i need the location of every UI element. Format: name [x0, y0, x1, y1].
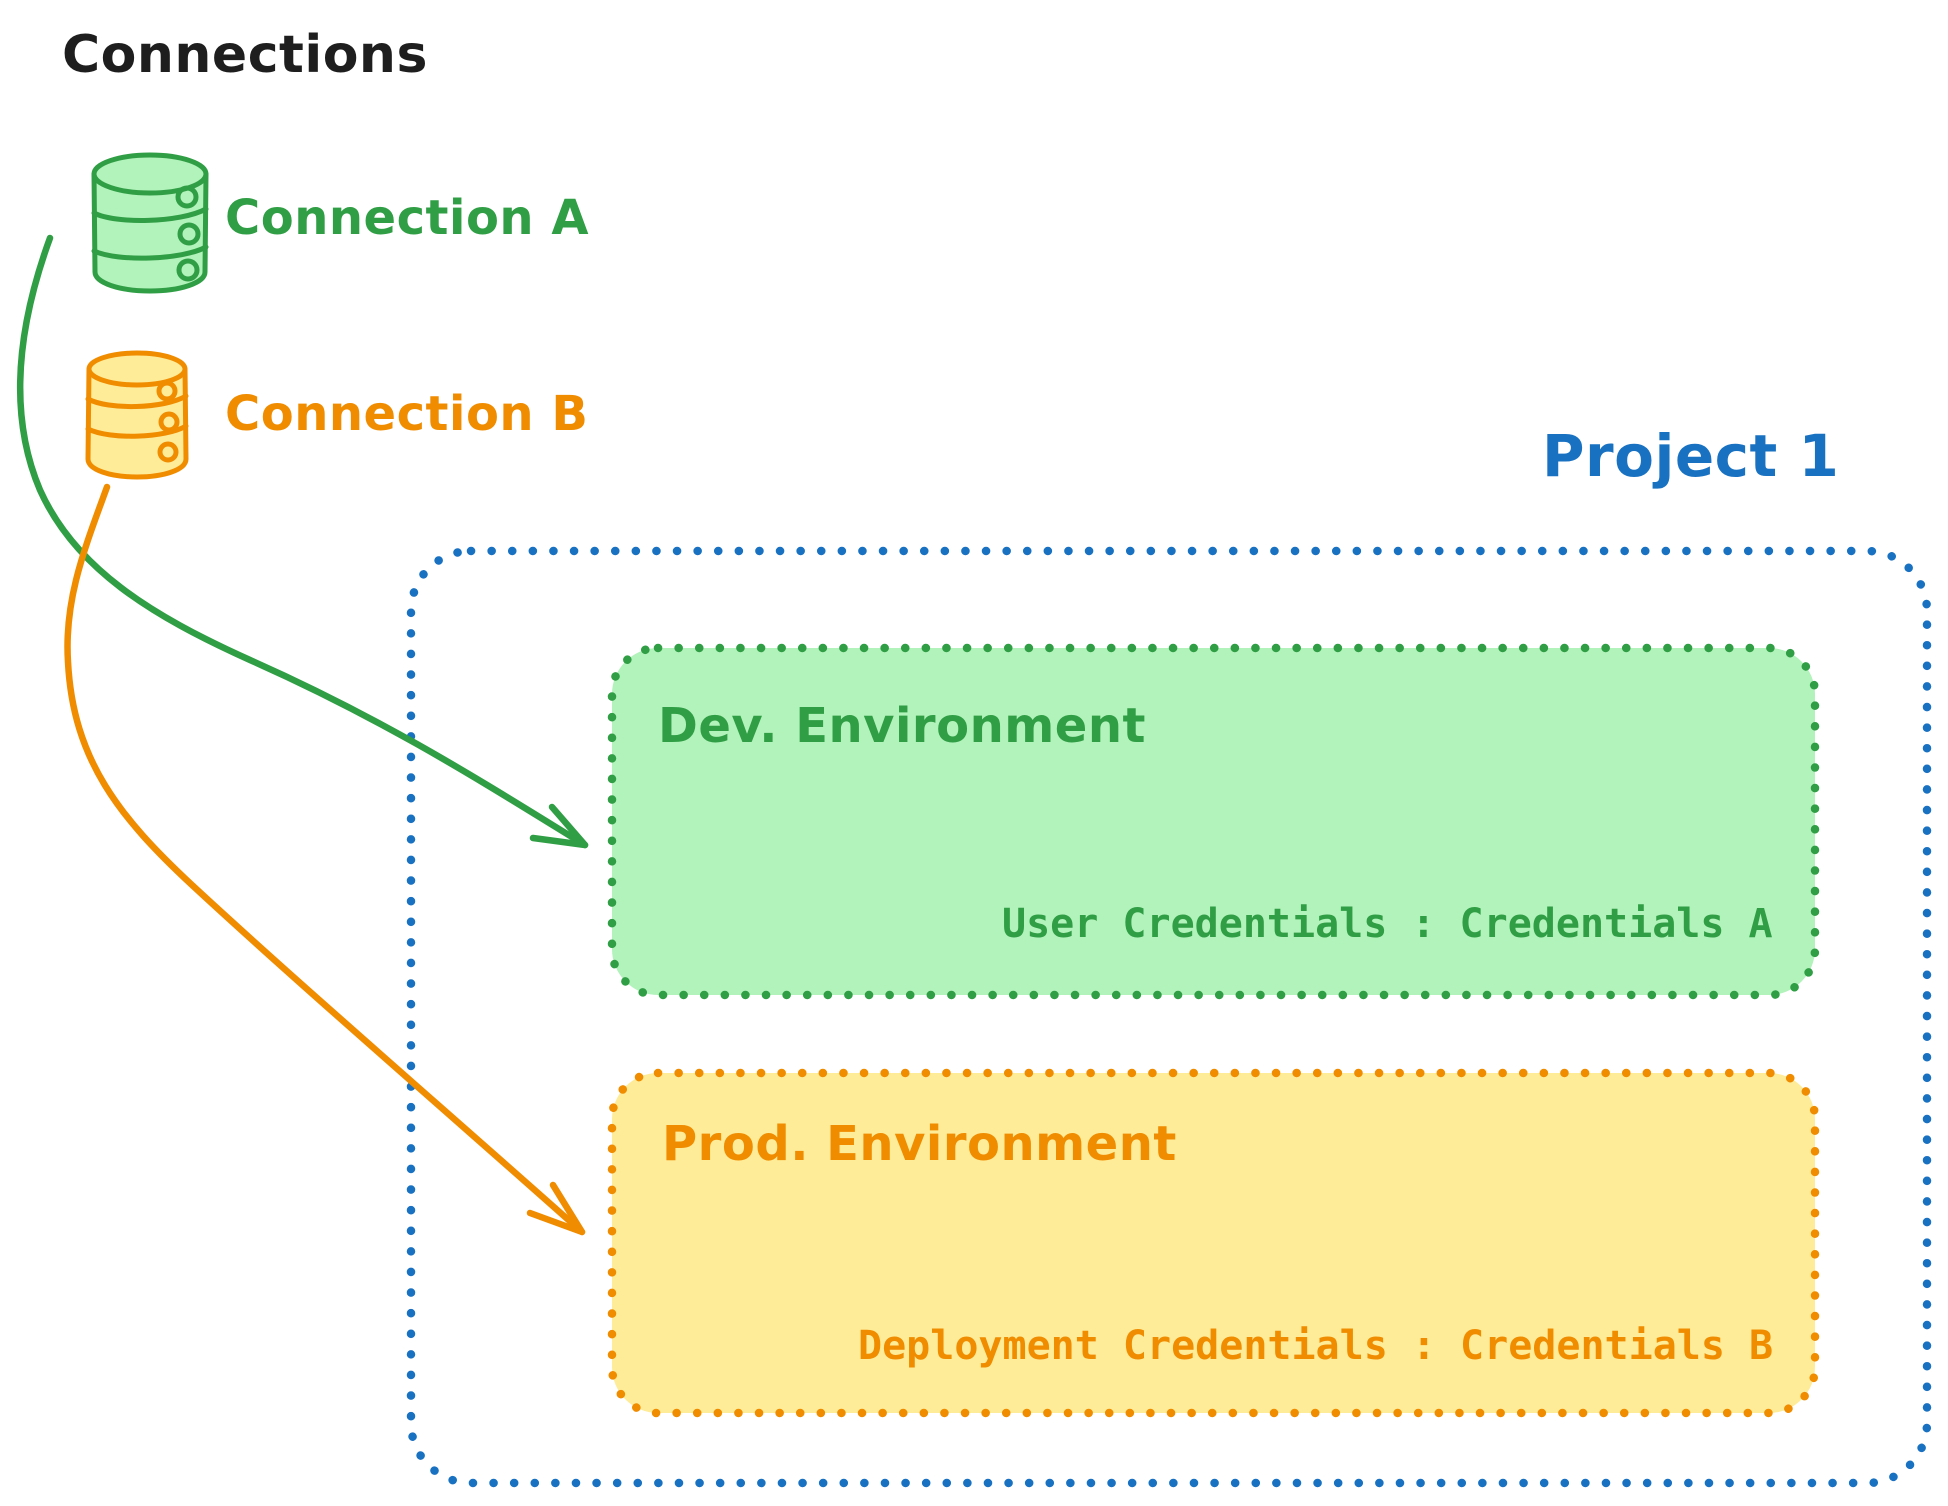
connections-title: Connections — [62, 25, 428, 85]
arrow-b-curve — [64, 483, 586, 1236]
project-title: Project 1 — [1542, 422, 1840, 490]
project-box — [406, 546, 1932, 1488]
dev-environment-title: Dev. Environment — [658, 698, 1146, 754]
arrow-b-head — [526, 1181, 586, 1236]
arrow-a-curve — [16, 234, 589, 849]
db-a-top — [91, 152, 209, 196]
arrow-connection-a-to-dev-environment — [16, 234, 589, 849]
dev-environment-box — [607, 643, 1820, 1000]
database-icon-connection-b — [85, 350, 189, 480]
db-b-dot-2 — [158, 411, 180, 433]
prod-environment-credentials: Deployment Credentials : Credentials B — [858, 1323, 1774, 1369]
arrow-connection-b-to-prod-environment — [64, 483, 586, 1236]
database-icon-connection-a — [91, 152, 209, 294]
db-b-dot-1 — [156, 380, 178, 402]
dev-environment-credentials: User Credentials : Credentials A — [1002, 901, 1773, 947]
prod-environment-title: Prod. Environment — [662, 1116, 1177, 1172]
db-b-divider-1 — [85, 393, 189, 410]
db-a-dot-1 — [175, 185, 199, 209]
db-b-top — [86, 350, 188, 388]
db-a-outline — [91, 171, 209, 294]
connection-a-label: Connection A — [225, 190, 589, 246]
db-b-dot-3 — [157, 441, 179, 463]
db-b-divider-2 — [85, 423, 189, 439]
db-a-dot-3 — [176, 258, 200, 282]
db-b-outline — [85, 366, 189, 480]
prod-environment-box — [607, 1068, 1820, 1418]
db-a-divider-2 — [91, 244, 209, 261]
arrow-a-head — [529, 803, 589, 849]
db-a-divider-1 — [91, 206, 209, 223]
connection-b-label: Connection B — [225, 386, 589, 442]
db-a-dot-2 — [177, 222, 201, 246]
